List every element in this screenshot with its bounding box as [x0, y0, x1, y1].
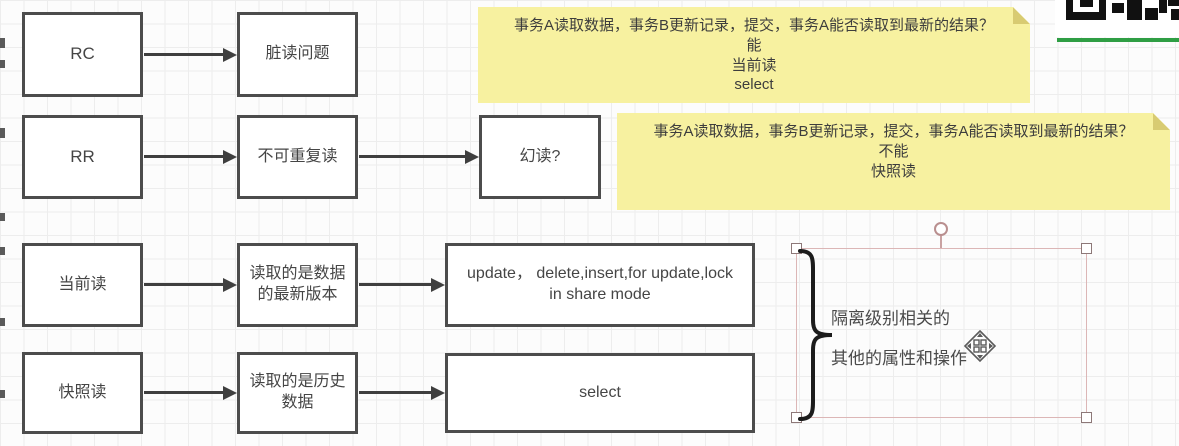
node-snapshot-read-target[interactable]: 读取的是历史 数据 — [237, 352, 358, 434]
node-rr[interactable]: RR — [22, 115, 143, 199]
clipped-edge-shape — [0, 213, 5, 221]
annotation-line2: 其他的属性和操作 — [831, 349, 967, 368]
green-divider-bar — [1057, 38, 1179, 42]
node-current-read-operations[interactable]: update， delete,insert,for update,lock in… — [445, 243, 755, 327]
node-current-read-target-line2: 的最新版本 — [257, 286, 338, 303]
node-current-read[interactable]: 当前读 — [22, 243, 143, 327]
rotation-handle-icon[interactable] — [934, 222, 948, 236]
clipped-edge-shape — [0, 128, 5, 138]
connector-snapshot-target[interactable] — [144, 385, 237, 400]
connector-snapshot-ops[interactable] — [359, 385, 445, 400]
node-snapshot-read[interactable]: 快照读 — [22, 352, 143, 434]
note-bottom-question: 事务A读取数据，事务B更新记录，提交，事务A能否读取到最新的结果？ — [653, 123, 1134, 140]
selection-handle-bottom-right[interactable] — [1081, 412, 1092, 423]
node-snapshot-read-target-line1: 读取的是历史 — [249, 373, 346, 391]
connector-current-ops[interactable] — [359, 277, 445, 292]
connector-nonrepeatable-phantom[interactable] — [359, 149, 479, 164]
selection-rectangle[interactable] — [796, 248, 1087, 418]
node-dirty-read[interactable]: 脏读问题 — [237, 12, 358, 97]
node-non-repeatable-read[interactable]: 不可重复读 — [237, 115, 358, 199]
node-non-repeatable-read-label: 不可重复读 — [257, 147, 338, 165]
node-rc[interactable]: RC — [22, 12, 143, 97]
node-phantom-read-label: 幻读? — [519, 147, 561, 165]
connector-current-target[interactable] — [144, 277, 237, 292]
note-top-line3: 当前读 — [731, 56, 777, 74]
sticky-note-fold-icon — [1013, 7, 1030, 24]
clipped-edge-shape — [0, 390, 5, 398]
node-rc-label: RC — [70, 44, 95, 64]
note-top-line4: select — [734, 76, 774, 94]
node-current-read-target[interactable]: 读取的是数据 的最新版本 — [237, 243, 358, 327]
selection-handle-top-left[interactable] — [791, 243, 802, 254]
clipped-edge-shape — [0, 318, 5, 326]
node-current-read-target-line1: 读取的是数据 — [249, 265, 346, 283]
connector-rc-dirty[interactable] — [144, 47, 237, 62]
move-icon[interactable] — [963, 329, 997, 363]
note-top-answer: 能 — [746, 36, 762, 54]
note-bottom-answer: 不能 — [878, 142, 909, 160]
annotation-line1: 隔离级别相关的 — [831, 309, 950, 328]
qr-code-image — [1055, 0, 1179, 37]
clipped-edge-shape — [0, 60, 5, 68]
node-current-read-operations-label: update， delete,insert,for update,lock in… — [467, 265, 733, 303]
node-snapshot-read-target-line2: 数据 — [281, 394, 314, 411]
sticky-note-current-read[interactable]: 事务A读取数据，事务B更新记录，提交，事务A能否读取到最新的结果？ 能 当前读 … — [478, 7, 1030, 103]
connector-rr-nonrepeatable[interactable] — [144, 149, 237, 164]
sticky-note-snapshot-read[interactable]: 事务A读取数据，事务B更新记录，提交，事务A能否读取到最新的结果？ 不能 快照读 — [617, 113, 1170, 210]
node-rr-label: RR — [70, 146, 95, 166]
node-current-read-label: 当前读 — [58, 275, 107, 293]
node-snapshot-read-operations-label: select — [579, 383, 621, 401]
curly-brace-shape[interactable] — [790, 244, 845, 426]
selection-handle-top-right[interactable] — [1081, 243, 1092, 254]
node-dirty-read-label: 脏读问题 — [265, 45, 330, 63]
rotation-handle-stem — [940, 235, 942, 248]
node-snapshot-read-label: 快照读 — [58, 383, 107, 401]
node-phantom-read[interactable]: 幻读? — [479, 115, 601, 199]
clipped-edge-shape — [0, 247, 5, 255]
node-snapshot-read-operations[interactable]: select — [445, 353, 755, 433]
note-top-question: 事务A读取数据，事务B更新记录，提交，事务A能否读取到最新的结果？ — [513, 17, 995, 34]
sticky-note-fold-icon — [1153, 113, 1170, 130]
clipped-edge-shape — [0, 38, 5, 48]
note-bottom-line3: 快照读 — [870, 162, 916, 180]
